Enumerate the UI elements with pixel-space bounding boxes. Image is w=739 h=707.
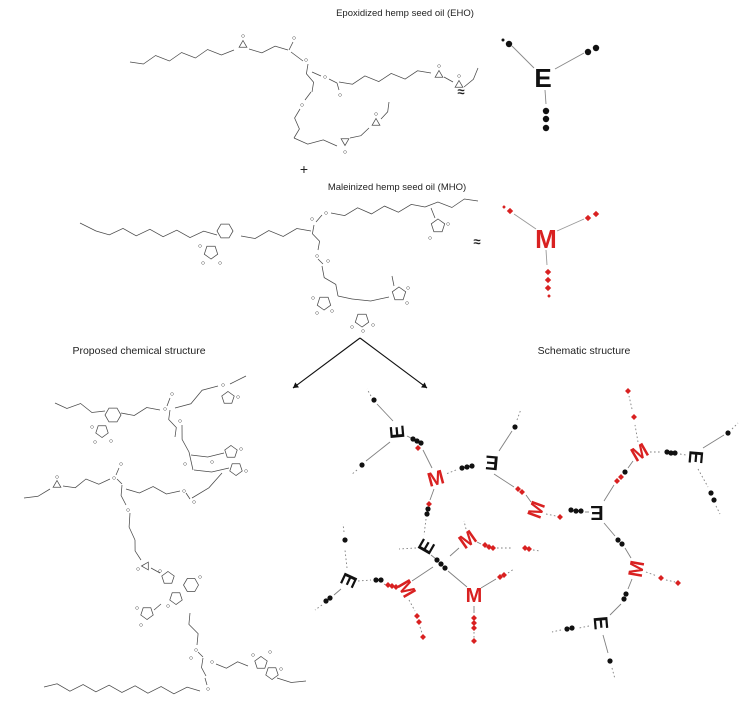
svg-text:E: E [588,615,611,630]
svg-text:O: O [268,650,272,655]
schematic-structure-label: Schematic structure [537,345,631,357]
svg-text:O: O [206,687,210,692]
svg-text:O: O [428,236,432,241]
proposed-chemical-structure-drawing: O O O O O O O O O O O O O O O O O O O O O O O O O O O O O O O [23,375,307,695]
svg-text:O: O [406,286,410,291]
svg-text:O: O [324,211,328,216]
svg-text:O: O [251,653,255,658]
svg-text:O: O [198,575,202,580]
svg-text:E: E [386,424,409,439]
svg-text:M: M [627,439,652,466]
network-epoxide-dots [323,397,731,664]
svg-text:M: M [455,526,481,554]
network-edges [314,388,739,680]
mho-title: Maleinized hemp seed oil (MHO) [327,182,467,193]
svg-text:E: E [534,63,551,93]
eho-schematic-monomer: E [501,38,600,132]
svg-text:O: O [446,222,450,227]
svg-text:O: O [315,311,319,316]
svg-text:O: O [241,34,245,39]
svg-text:O: O [182,489,186,494]
svg-text:O: O [405,301,409,306]
svg-text:O: O [119,462,123,467]
eho-title: Epoxidized hemp seed oil (EHO) [336,8,474,19]
svg-text:O: O [437,64,441,69]
svg-text:O: O [210,460,214,465]
svg-text:O: O [457,74,461,79]
svg-text:O: O [198,244,202,249]
svg-text:O: O [170,392,174,397]
svg-text:O: O [343,150,347,155]
svg-text:M: M [524,498,550,521]
svg-text:O: O [55,475,59,480]
svg-text:O: O [218,261,222,266]
svg-text:O: O [112,476,116,481]
svg-text:O: O [236,395,240,400]
mho-chemical-structure: O O O O O O O O O O O O O O O O O [79,198,479,334]
svg-text:O: O [374,112,378,117]
svg-text:O: O [163,407,167,412]
svg-text:O: O [292,36,296,41]
svg-text:M: M [535,224,557,254]
svg-text:O: O [239,447,243,452]
svg-text:O: O [158,569,162,574]
svg-text:M: M [425,466,447,492]
svg-text:O: O [109,439,113,444]
svg-text:O: O [310,217,314,222]
svg-text:O: O [326,259,330,264]
svg-text:O: O [350,325,354,330]
svg-text:O: O [323,75,327,80]
svg-text:O: O [139,623,143,628]
svg-text:E: E [484,450,499,473]
svg-text:O: O [183,462,187,467]
svg-text:O: O [304,58,308,63]
svg-text:O: O [90,425,94,430]
svg-text:O: O [189,656,193,661]
svg-text:O: O [136,567,140,572]
plus-sign: + [299,161,309,177]
svg-text:O: O [244,469,248,474]
svg-text:O: O [135,606,139,611]
eho-chemical-structure: O O O O O O O O O O [129,34,479,155]
approx-symbol-mho: ≈ [473,234,481,249]
svg-text:O: O [93,440,97,445]
proposed-structure-label: Proposed chemical structure [72,345,206,357]
svg-text:O: O [330,309,334,314]
divergence-arrows [292,337,428,389]
svg-text:O: O [194,648,198,653]
svg-text:M: M [466,585,483,607]
svg-text:O: O [192,500,196,505]
svg-text:O: O [300,103,304,108]
approx-symbol-eho: ≈ [457,84,465,99]
mho-schematic-monomer: M [502,205,600,298]
svg-text:M: M [392,576,419,601]
svg-text:M: M [625,559,650,579]
svg-text:O: O [279,667,283,672]
svg-text:O: O [126,508,130,513]
svg-text:E: E [590,501,603,523]
svg-text:O: O [210,660,214,665]
svg-text:E: E [414,536,440,559]
svg-text:O: O [315,254,319,259]
svg-text:O: O [166,604,170,609]
svg-text:E: E [683,449,706,464]
svg-text:O: O [221,383,225,388]
svg-text:O: O [178,419,182,424]
svg-text:O: O [371,323,375,328]
svg-text:O: O [201,261,205,266]
svg-text:O: O [311,296,315,301]
svg-text:O: O [338,93,342,98]
svg-text:E: E [335,569,361,590]
svg-text:O: O [361,329,365,334]
